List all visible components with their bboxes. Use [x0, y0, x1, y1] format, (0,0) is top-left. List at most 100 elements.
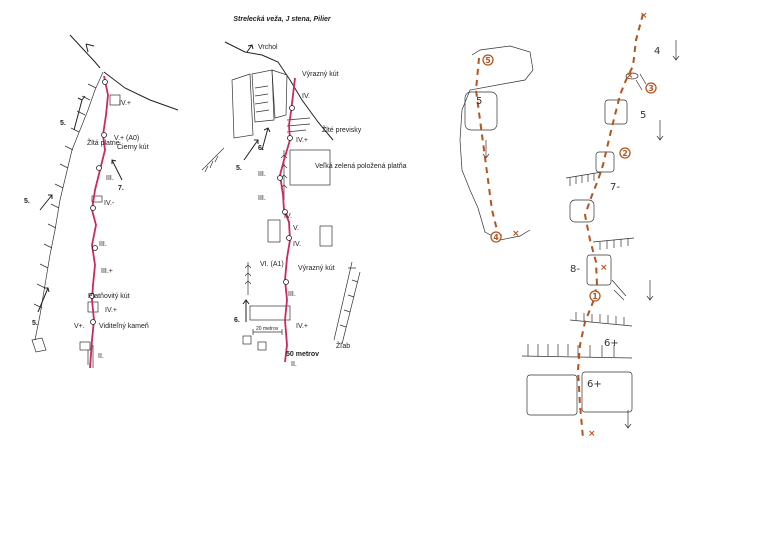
right-pitch-number: 5 [485, 56, 491, 65]
middle-distance-label: 50 metrov [286, 351, 319, 358]
right-grade: 5 [476, 96, 482, 107]
left-feature: Čierny kút [117, 142, 149, 151]
right-grade: 5 [640, 110, 646, 121]
right-anchor-x: × [640, 11, 648, 21]
middle-feature: Veľká zelená položená platňa [315, 163, 407, 170]
left-grade: IV.+ [119, 100, 131, 107]
middle-grade: IV.+ [296, 137, 308, 144]
right-block [586, 254, 612, 286]
left-block [79, 341, 91, 351]
right-arrow [646, 280, 654, 301]
right-anchor-x: × [512, 229, 520, 239]
right-grade: 4 [654, 46, 660, 57]
right-grade: 6+ [587, 379, 602, 390]
right-arrow [656, 120, 664, 141]
middle-scale-label: 20 metrov [256, 326, 279, 332]
left-grade: III.+ [101, 268, 113, 275]
middle-topo: Vrchol [201, 41, 407, 368]
left-block [109, 94, 121, 106]
middle-feature: Výrazný kút [302, 71, 339, 78]
middle-summit-ridge [224, 41, 334, 141]
right-topo: × × × × × 5 4 3 2 1 5 4 5 7- 8- 6+ 6+ [459, 11, 680, 439]
left-feature: Žltá platne [87, 138, 120, 147]
right-anchor-x: × [588, 429, 596, 439]
middle-buttress [251, 69, 275, 123]
right-pitch-badges [482, 54, 657, 302]
right-grade: 7- [610, 182, 620, 193]
middle-block [289, 149, 331, 186]
left-wall-hatch [33, 83, 97, 309]
middle-grade: II. [291, 361, 297, 368]
middle-marker: 5. [236, 165, 242, 172]
left-exit-arrow [39, 194, 53, 211]
middle-summit-arrow [246, 44, 254, 53]
middle-belays [277, 105, 295, 285]
left-summit-arrow [85, 43, 95, 53]
left-topo: 5. 5. 5. 7. IV.+ V.+ (A0) III. IV.- III.… [24, 34, 179, 369]
right-route-main [576, 13, 644, 439]
middle-scale-bar [252, 329, 283, 335]
right-block [464, 91, 498, 131]
middle-grade: III. [258, 171, 266, 178]
middle-block [249, 305, 291, 321]
middle-grade: V. [293, 225, 299, 232]
middle-feature: Žlté previsky [322, 125, 362, 134]
right-boulder [625, 72, 639, 80]
left-grade: V+. [74, 323, 85, 330]
left-marker: 7. [118, 185, 124, 192]
left-feature: Viditeľný kameň [99, 323, 149, 330]
left-grade: II. [98, 353, 104, 360]
left-grade: IV.- [104, 200, 115, 207]
left-belays [89, 79, 108, 325]
middle-feature: Výrazný kút [298, 265, 335, 272]
middle-summit-label: Vrchol [258, 44, 278, 51]
middle-exit-arrow [261, 127, 271, 151]
right-pitch-number: 2 [622, 149, 628, 158]
middle-block [267, 219, 281, 243]
left-exit-arrow [111, 159, 123, 181]
left-ridge-line [69, 34, 101, 69]
right-arrow [624, 410, 632, 429]
left-exit-arrow [37, 287, 50, 313]
middle-gully-hatch [339, 279, 359, 328]
right-grade: 8- [570, 264, 580, 275]
middle-grade: VI. (A1) [260, 261, 284, 268]
middle-grade: IV.+ [296, 323, 308, 330]
left-summit-ridge [103, 71, 179, 111]
middle-grade: IV. [302, 93, 310, 100]
right-block [569, 199, 595, 223]
left-block [91, 195, 103, 203]
left-grade: IV.+ [105, 307, 117, 314]
right-grade: 6+ [604, 338, 619, 349]
middle-buttress [271, 69, 288, 119]
left-grade: III. [106, 175, 114, 182]
right-anchor-x: × [600, 263, 608, 273]
middle-block [319, 225, 333, 247]
left-grade: V.+ (A0) [114, 135, 139, 142]
middle-marker: 6. [258, 145, 264, 152]
left-route-line [89, 75, 109, 369]
right-anchor-x: × [626, 71, 634, 81]
left-grade: III. [99, 241, 107, 248]
middle-grade: IV. [293, 241, 301, 248]
left-wall-edge [34, 71, 104, 341]
right-arrow [672, 40, 680, 61]
middle-grade: IV. [284, 213, 292, 220]
middle-route-line [279, 77, 296, 363]
middle-block [242, 335, 252, 345]
topo-title: Strelecká veža, J stena, Pilier [233, 16, 332, 23]
left-exit-arrow [73, 95, 86, 131]
middle-vegetation [201, 147, 288, 295]
left-base-lines [87, 345, 94, 368]
middle-hatches [254, 85, 311, 133]
right-block [604, 99, 628, 125]
middle-gully [333, 261, 361, 345]
middle-buttress [231, 73, 254, 139]
middle-exit-arrow [243, 139, 259, 161]
right-pitch-number: 4 [493, 233, 499, 242]
left-base-block [31, 337, 47, 353]
right-pitch-number: 1 [592, 292, 598, 301]
left-marker: 5. [32, 320, 38, 327]
right-block [526, 374, 578, 416]
